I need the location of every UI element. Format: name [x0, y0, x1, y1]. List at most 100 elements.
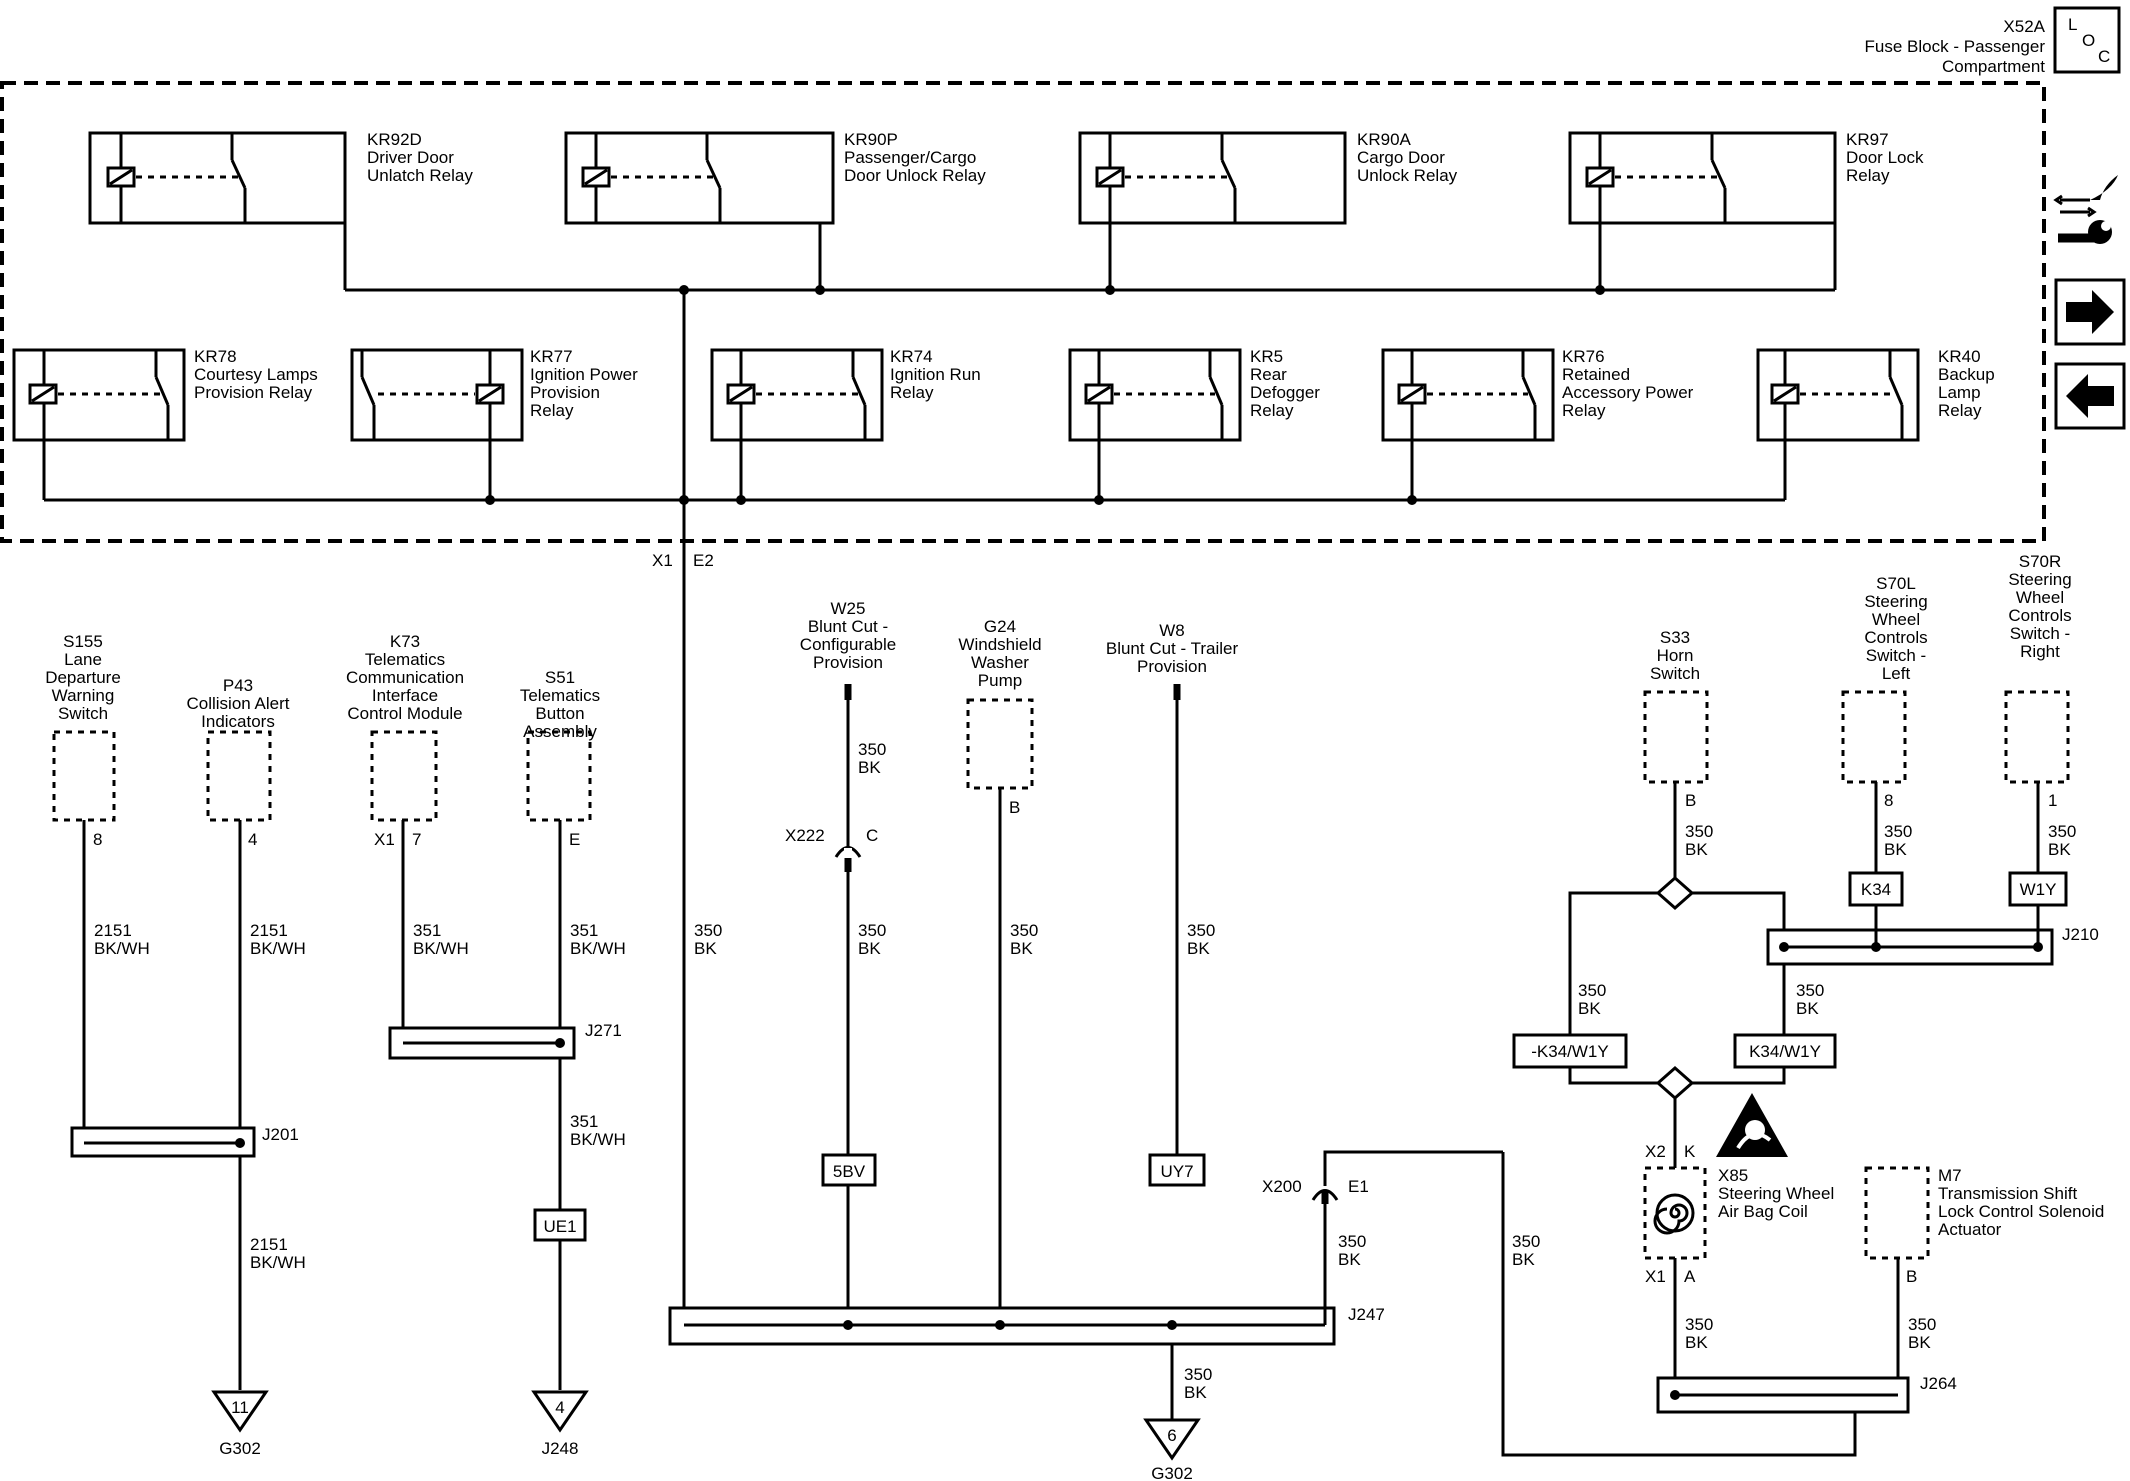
wire-color: BK [1908, 1333, 1931, 1352]
relay-name: Passenger/Cargo [844, 148, 976, 167]
wire-gauge: 350 [1884, 822, 1912, 841]
fuse-pin-e2: E2 [693, 551, 714, 570]
pin-label: K [1684, 1142, 1696, 1161]
component-label: G24 [984, 617, 1016, 636]
loc-icon[interactable]: L O C [2053, 6, 2121, 74]
option-label: -K34/W1Y [1531, 1042, 1608, 1061]
ground-j248-4 [531, 1390, 589, 1433]
component-label: Steering Wheel [1718, 1184, 1834, 1203]
fuse-block-name-2: Compartment [1942, 57, 2045, 76]
component-label: Indicators [201, 712, 275, 731]
component-s155 [52, 730, 116, 822]
relay-id: KR78 [194, 347, 237, 366]
wire-gauge: 350 [1338, 1232, 1366, 1251]
relay-id: KR5 [1250, 347, 1283, 366]
ground-g302-11 [211, 1390, 269, 1433]
component-label: Control Module [347, 704, 462, 723]
component-label: Provision [1137, 657, 1207, 676]
relay-kr40 [1756, 348, 1920, 442]
ground-g302-6 [1143, 1418, 1201, 1461]
component-m7 [1864, 1166, 1930, 1260]
relay-kr92d [88, 131, 347, 225]
connector-label: X222 [785, 826, 825, 845]
option-w1y [2008, 871, 2068, 907]
svg-text:L: L [2068, 15, 2077, 34]
option-5bv [821, 1153, 877, 1187]
option-label: 5BV [833, 1162, 866, 1181]
splice-label: J210 [2062, 925, 2099, 944]
wire-x200-j264 [1501, 1152, 1857, 1457]
component-label: S155 [63, 632, 103, 651]
description-operation-icon[interactable] [2052, 170, 2124, 260]
relay-name: Relay [890, 383, 934, 402]
relay-id: KR90A [1357, 130, 1412, 149]
component-label: Windshield [958, 635, 1041, 654]
relay-id: KR92D [367, 130, 422, 149]
ground-label: G302 [219, 1439, 261, 1458]
relay-name: Lamp [1938, 383, 1981, 402]
component-label: Wheel [2016, 588, 2064, 607]
component-label: S33 [1660, 628, 1690, 647]
connector-label: X1 [374, 830, 395, 849]
pin-label: A [1684, 1267, 1696, 1286]
wire-color: BK [1796, 999, 1819, 1018]
component-label: Controls [2008, 606, 2071, 625]
component-label: Washer [971, 653, 1029, 672]
pin-label: 7 [412, 830, 421, 849]
relay-name: Door Lock [1846, 148, 1924, 167]
splice-label: J271 [585, 1021, 622, 1040]
connector-pin: C [866, 826, 878, 845]
option-label: K34 [1861, 880, 1891, 899]
wire-gauge: 350 [694, 921, 722, 940]
component-label: Switch [58, 704, 108, 723]
wire-gauge: 2151 [250, 921, 288, 940]
wire-color: BK [1685, 1333, 1708, 1352]
relay-id: KR97 [1846, 130, 1889, 149]
component-label: Provision [813, 653, 883, 672]
airbag-warning-icon [1716, 1093, 1788, 1157]
component-label: Switch - [1866, 646, 1926, 665]
fuse-block-boundary [0, 81, 2046, 543]
component-p43 [206, 730, 272, 822]
ground-number: 4 [555, 1398, 564, 1417]
relay-id: KR40 [1938, 347, 1981, 366]
relay-name: Relay [1562, 401, 1606, 420]
relay-name: Driver Door [367, 148, 454, 167]
component-label: X85 [1718, 1166, 1748, 1185]
relay-name: Door Unlock Relay [844, 166, 986, 185]
wire-color: BK [1512, 1250, 1535, 1269]
wire-gauge: 350 [1908, 1315, 1936, 1334]
connector-x222 [834, 846, 862, 858]
relay-name: Retained [1562, 365, 1630, 384]
component-label: Lock Control Solenoid [1938, 1202, 2104, 1221]
component-label: S51 [545, 668, 575, 687]
component-label: Blunt Cut - Trailer [1106, 639, 1239, 658]
component-label: W8 [1159, 621, 1185, 640]
component-label: Button [535, 704, 584, 723]
component-label: Telematics [520, 686, 600, 705]
arrow-left-icon[interactable] [2054, 362, 2126, 430]
wire-color: BK [694, 939, 717, 958]
option-label: W1Y [2020, 880, 2057, 899]
splice-label: J247 [1348, 1305, 1385, 1324]
arrow-right-icon[interactable] [2054, 278, 2126, 346]
component-label: Departure [45, 668, 121, 687]
component-label: Actuator [1938, 1220, 2002, 1239]
component-label: Transmission Shift [1938, 1184, 2077, 1203]
ground-label: J248 [542, 1439, 579, 1458]
relay-id: KR77 [530, 347, 573, 366]
wire-gauge: 350 [858, 921, 886, 940]
component-k73 [370, 730, 438, 822]
relay-name: Cargo Door [1357, 148, 1445, 167]
wire-gauge: 350 [1685, 822, 1713, 841]
component-label: Warning [52, 686, 115, 705]
relay-name: Defogger [1250, 383, 1320, 402]
relay-kr77 [350, 348, 524, 442]
relay-name: Accessory Power [1562, 383, 1694, 402]
relay-name: Provision Relay [194, 383, 313, 402]
wire-color: BK [858, 758, 881, 777]
component-label: Communication [346, 668, 464, 687]
fuse-pin-x1: X1 [652, 551, 673, 570]
pin-label: B [1906, 1267, 1917, 1286]
pin-label: 1 [2048, 791, 2057, 810]
